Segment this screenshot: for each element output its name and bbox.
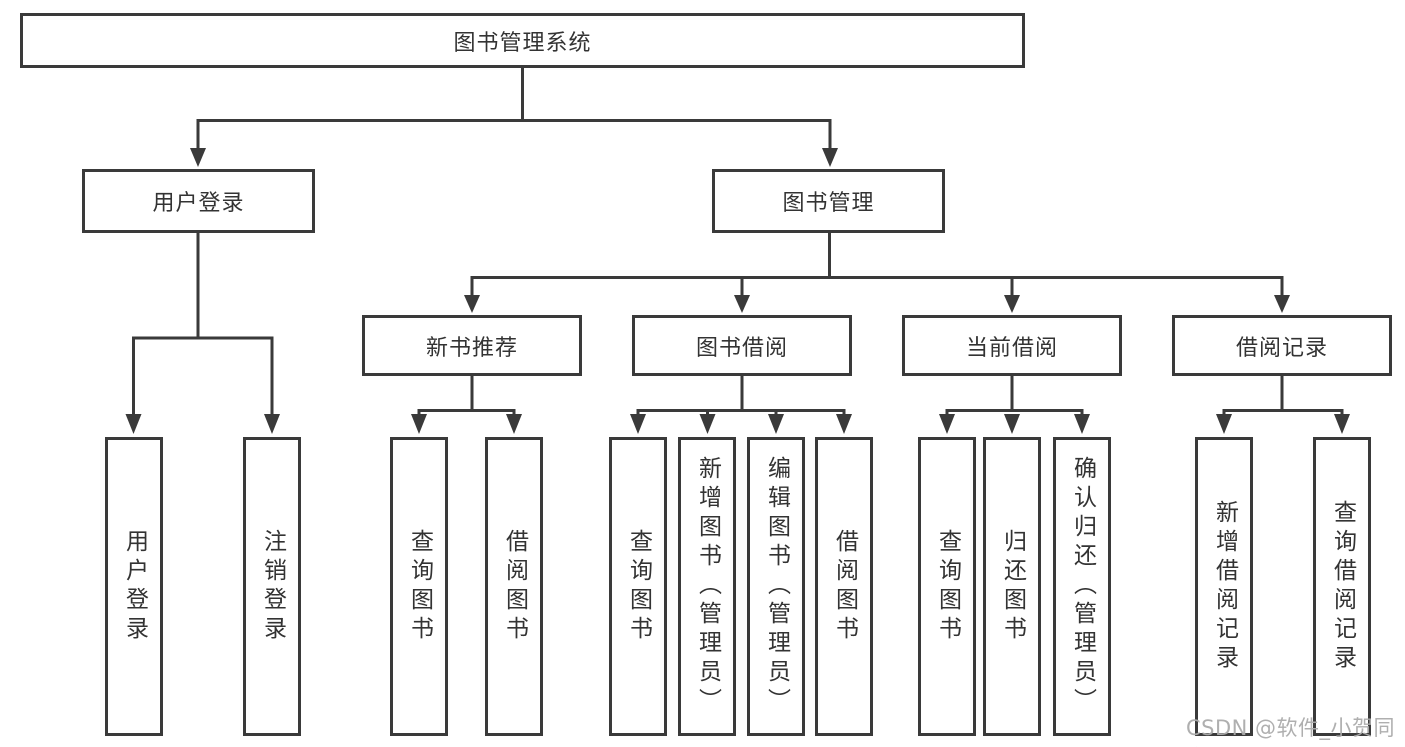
watermark: CSDN @软件_小贺同学: [1186, 716, 1396, 747]
arrow-down-icon: [264, 414, 280, 434]
connector-bookmgmt-to-level3: [470, 233, 1284, 298]
leaf-borrow-books-nb: 借阅图书: [485, 437, 543, 736]
arrow-down-icon: [464, 295, 480, 313]
node-label: 图书管理系统: [453, 30, 592, 56]
arrow-down-icon: [1216, 414, 1232, 434]
leaf-query-books-cb: 查询图书: [918, 437, 976, 736]
arrow-down-icon: [734, 295, 750, 313]
leaf-query-books-bb: 查询图书: [609, 437, 667, 736]
leaf-label: 注销登录: [259, 528, 286, 645]
arrow-down-icon: [939, 414, 955, 434]
arrow-down-icon: [630, 414, 646, 434]
node-label: 当前借阅: [965, 335, 1058, 361]
arrow-down-icon: [836, 414, 852, 434]
leaf-label: 编辑图书（管理员）: [763, 456, 790, 717]
arrowhead-layer: [125, 148, 1350, 434]
node-label: 图书管理: [782, 191, 875, 216]
leaf-confirm-return-admin: 确认归还（管理员）: [1053, 437, 1111, 736]
connector-newbooks-to-leaves: [417, 376, 516, 417]
arrow-down-icon: [506, 414, 522, 434]
node-current-borrowing: 当前借阅: [902, 315, 1122, 376]
leaf-return-books: 归还图书: [983, 437, 1041, 736]
leaf-label: 查询图书: [934, 528, 961, 645]
arrow-down-icon: [1004, 295, 1020, 313]
leaf-user-login: 用户登录: [105, 437, 163, 736]
node-new-book-recommend: 新书推荐: [362, 315, 582, 376]
node-label: 用户登录: [152, 191, 245, 216]
arrow-down-icon: [1274, 295, 1290, 313]
leaf-query-books-nb: 查询图书: [390, 437, 448, 736]
arrow-down-icon: [699, 414, 716, 434]
arrow-down-icon: [768, 414, 784, 434]
node-label: 图书借阅: [695, 335, 788, 361]
leaf-label: 借阅图书: [501, 528, 528, 645]
node-borrowing-records: 借阅记录: [1172, 315, 1392, 376]
connector-userlogin-to-leaves: [132, 233, 274, 416]
arrow-down-icon: [822, 148, 838, 167]
leaf-label: 查询图书: [625, 528, 652, 645]
leaf-edit-books-admin: 编辑图书（管理员）: [747, 437, 805, 736]
arrow-down-icon: [190, 148, 206, 167]
leaf-label: 查询借阅记录: [1329, 499, 1356, 674]
arrow-down-icon: [411, 414, 427, 434]
connector-root-to-level2: [196, 68, 832, 152]
leaf-label: 归还图书: [999, 528, 1026, 645]
node-root-system: 图书管理系统: [20, 13, 1025, 68]
node-user-login-branch: 用户登录: [82, 169, 315, 233]
node-book-borrowing: 图书借阅: [632, 315, 852, 376]
leaf-label: 查询图书: [406, 528, 433, 645]
leaf-label: 借阅图书: [831, 528, 858, 645]
leaf-add-borrow-record: 新增借阅记录: [1195, 437, 1253, 736]
connector-borrowrecords-to-leaves: [1222, 376, 1344, 417]
node-label: 新书推荐: [425, 335, 518, 361]
arrow-down-icon: [1334, 414, 1350, 434]
connector-bookborrow-to-leaves: [636, 376, 846, 417]
arrow-down-icon: [125, 414, 142, 434]
node-book-management-branch: 图书管理: [712, 169, 945, 233]
node-label: 借阅记录: [1235, 335, 1328, 361]
arrow-down-icon: [1004, 414, 1020, 434]
leaf-add-books-admin: 新增图书（管理员）: [678, 437, 736, 736]
leaf-label: 用户登录: [121, 528, 148, 645]
leaf-label: 新增借阅记录: [1211, 499, 1238, 674]
leaf-borrow-books-bb: 借阅图书: [815, 437, 873, 736]
connector-currentborrow-to-leaves: [945, 376, 1084, 417]
leaf-logout: 注销登录: [243, 437, 301, 736]
arrow-down-icon: [1074, 414, 1090, 434]
leaf-query-borrow-record: 查询借阅记录: [1313, 437, 1371, 736]
leaf-label: 确认归还（管理员）: [1069, 456, 1096, 717]
leaf-label: 新增图书（管理员）: [694, 456, 721, 717]
